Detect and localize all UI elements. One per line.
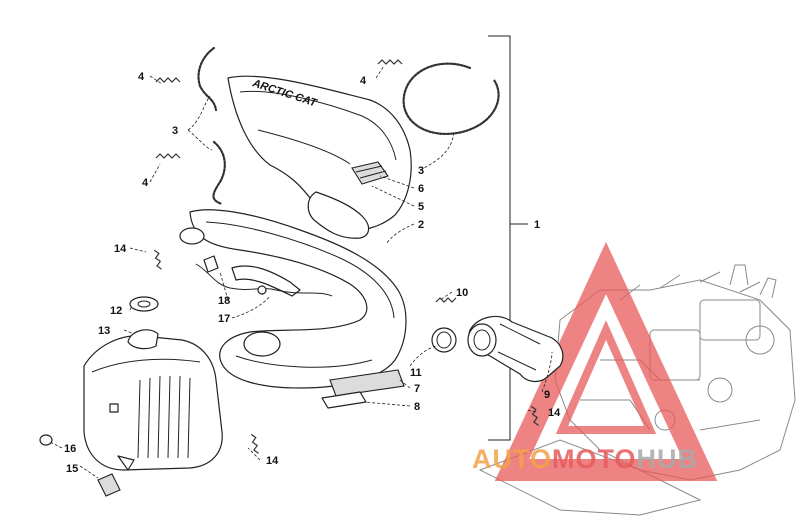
callout-8: 8 [414,401,420,413]
sensor-wire [195,263,333,297]
callout-14-a: 14 [114,243,127,255]
callout-7: 7 [414,383,420,395]
callout-6: 6 [418,183,424,195]
chain-ring [402,62,500,135]
expansion-chamber [179,209,407,409]
manifold-flange [467,315,564,383]
callout-15: 15 [66,463,78,475]
bolt-15 [97,473,121,497]
callout-16: 16 [64,443,76,455]
chain-left-lower [212,140,226,206]
callout-14-b: 14 [548,407,561,419]
watermark-text: AUTOMOTOHUB [472,444,698,474]
watermark-hub: HUB [637,444,699,474]
chain-left-upper [197,46,218,112]
callout-12: 12 [110,305,122,317]
gasket-12 [129,296,159,312]
watermark-auto: AUTO [472,444,552,474]
muffler [83,329,223,471]
callout-13: 13 [98,325,110,337]
callout-10: 10 [456,287,468,299]
clip-16 [39,434,53,446]
callout-9: 9 [544,389,550,401]
callout-3-left: 3 [172,125,178,137]
callout-3-right: 3 [418,165,424,177]
callout-18: 18 [218,295,230,307]
callout-4-c: 4 [360,75,367,87]
heat-shield: ARCTIC CAT [227,75,412,239]
callout-11: 11 [410,367,422,379]
callout-17: 17 [218,313,230,325]
watermark-logo [494,241,718,481]
callout-2: 2 [418,219,424,231]
svg-text:AUTOMOTOHUB: AUTOMOTOHUB [472,444,698,474]
assembly-bracket [488,35,511,441]
callout-4-a: 4 [138,71,145,83]
callout-1: 1 [534,219,540,231]
callout-14-c: 14 [266,455,279,467]
spring-icon [153,59,539,454]
seal-ring-11 [431,327,457,353]
watermark-moto: MOTO [552,444,637,474]
callout-4-b: 4 [142,177,149,189]
callout-5: 5 [418,201,424,213]
